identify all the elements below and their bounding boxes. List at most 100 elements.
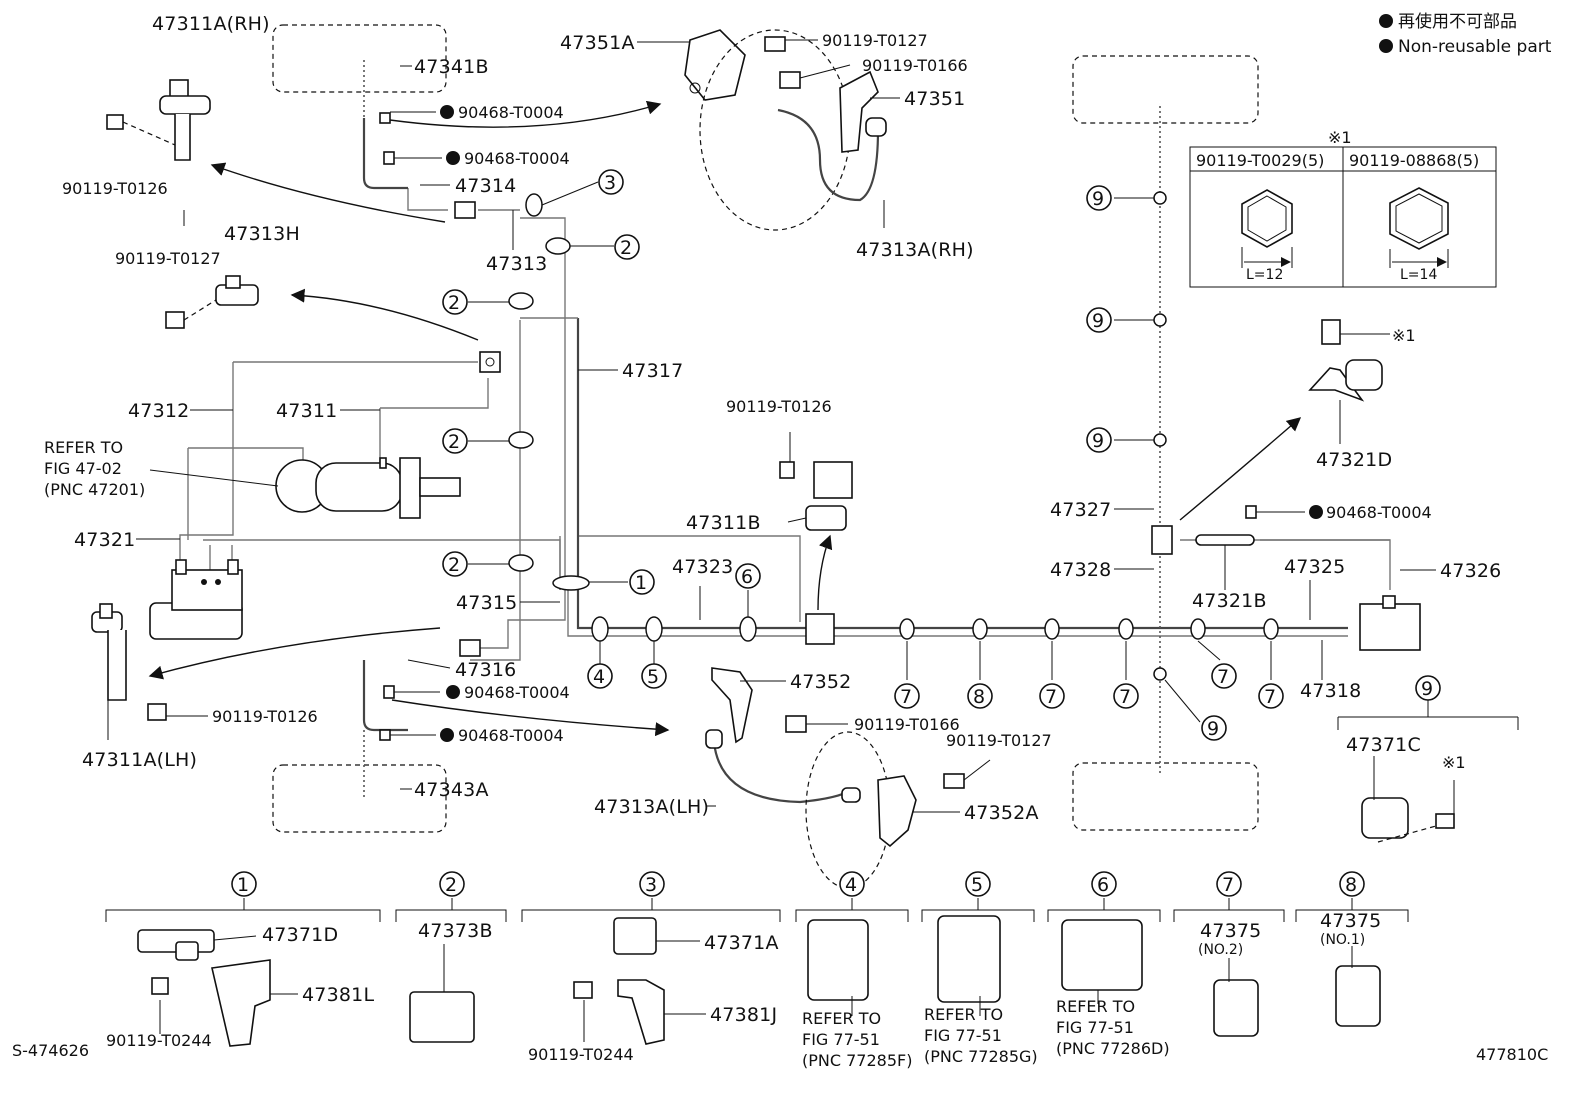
length-b: L=14 [1400, 267, 1437, 283]
ref-circle: 7 [1258, 683, 1284, 709]
part-label: 47317 [622, 360, 683, 382]
ref-circle: 6 [735, 563, 761, 589]
part-label: 47314 [455, 175, 516, 197]
part-label: 90119-T0166 [854, 715, 960, 734]
part-label: 47341B [414, 56, 489, 78]
hex-head-icon [1247, 195, 1287, 242]
part-label: 90468-T0004 [458, 103, 564, 122]
part-label: 90468-T0004 [464, 683, 570, 702]
part-label: 90119-T0127 [946, 731, 1052, 750]
refer-line: (PNC 47201) [44, 480, 145, 499]
svg-text:6: 6 [1097, 874, 1109, 896]
svg-text:2: 2 [448, 431, 460, 453]
part-labels: 47311A(RH) 90119-T0126 47341B 90468-T000… [12, 13, 1548, 1070]
group-circle: 3 [639, 871, 665, 897]
part-label: 47318 [1300, 680, 1361, 702]
note-label: ※1 [1392, 326, 1416, 345]
group-label: 47375 [1320, 910, 1381, 932]
refer-line: FIG 77-51 [1056, 1018, 1134, 1037]
part-label: 47321D [1316, 449, 1392, 471]
svg-text:7: 7 [1119, 686, 1131, 708]
svg-text:5: 5 [647, 666, 659, 688]
ref-circle: 8 [967, 683, 993, 709]
svg-text:9: 9 [1092, 310, 1104, 332]
group-label: 47371D [262, 924, 338, 946]
table-header-b: 90119-08868(5) [1349, 151, 1479, 170]
ref-circle: 1 [629, 569, 655, 595]
group-circle: 7 [1216, 871, 1242, 897]
ref-circle: 9 [1201, 715, 1227, 741]
refer-line: FIG 77-51 [924, 1026, 1002, 1045]
leader-lines [107, 39, 1519, 843]
hex-head-icon [1389, 187, 1449, 250]
non-reusable-markers [440, 105, 1323, 742]
master-cylinder [275, 457, 461, 519]
part-label: 47343A [414, 779, 489, 801]
svg-text:2: 2 [445, 874, 457, 896]
group-label: 47375 [1200, 920, 1261, 942]
part-label: 47315 [456, 592, 517, 614]
part-label: 47311A(LH) [82, 749, 197, 771]
svg-text:9: 9 [1207, 718, 1219, 740]
ref-circle: 2 [442, 428, 468, 454]
hex-head-icon [1395, 193, 1443, 244]
part-label: 47328 [1050, 559, 1111, 581]
svg-text:8: 8 [1345, 874, 1357, 896]
refer-line: (PNC 77285G) [924, 1047, 1038, 1066]
note-label: ※1 [1442, 753, 1466, 772]
group-circle: 2 [439, 871, 465, 897]
non-reusable-dot-icon [1379, 14, 1393, 28]
part-label: 47316 [455, 659, 516, 681]
group-label: 90119-T0244 [106, 1031, 212, 1050]
part-label: 47311 [276, 400, 337, 422]
table-note: ※1 [1328, 128, 1352, 147]
ref-circle: 9 [1086, 307, 1112, 333]
group-label: 90119-T0244 [528, 1045, 634, 1064]
part-label: 47351A [560, 32, 635, 54]
group-label: (NO.2) [1198, 942, 1243, 958]
svg-text:9: 9 [1092, 188, 1104, 210]
refer-line: REFER TO [1056, 997, 1135, 1016]
svg-text:1: 1 [237, 874, 249, 896]
reference-circles: 3 2 2 2 2 1 4 5 6 7 8 7 7 7 7 9 9 9 9 9 … [231, 169, 1441, 897]
part-label: 47352 [790, 671, 851, 693]
part-label: 90119-T0126 [212, 707, 318, 726]
group-circle: 8 [1339, 871, 1365, 897]
part-label: 90119-T0166 [862, 56, 968, 75]
fittings [454, 201, 1421, 657]
svg-text:7: 7 [1045, 686, 1057, 708]
hex-head-icon [1241, 189, 1293, 248]
table-header-a: 90119-T0029(5) [1196, 151, 1324, 170]
group-circle: 4 [839, 871, 865, 897]
group-label: 47381J [710, 1004, 777, 1026]
part-label: 47351 [904, 88, 965, 110]
part-label: 47352A [964, 802, 1039, 824]
refer-line: FIG 77-51 [802, 1030, 880, 1049]
ref-circle: 7 [1039, 683, 1065, 709]
svg-text:9: 9 [1421, 678, 1433, 700]
svg-text:3: 3 [604, 172, 616, 194]
group-circle: 1 [231, 871, 257, 897]
non-reusable-dot-icon [446, 685, 460, 699]
ref-circle: 2 [442, 289, 468, 315]
ref-circle: 7 [1211, 663, 1237, 689]
group-label: 47371A [704, 932, 779, 954]
refer-line: FIG 47-02 [44, 459, 122, 478]
refer-line: (PNC 77285F) [802, 1051, 912, 1070]
refer-line: REFER TO [924, 1005, 1003, 1024]
non-reusable-dot-icon [440, 105, 454, 119]
part-label: 47312 [128, 400, 189, 422]
svg-text:2: 2 [448, 554, 460, 576]
svg-text:7: 7 [900, 686, 912, 708]
svg-text:6: 6 [741, 566, 753, 588]
part-label: 47311B [686, 512, 761, 534]
valve-47321 [149, 559, 243, 640]
non-reusable-dot-icon [440, 728, 454, 742]
legend-en: Non-reusable part [1398, 37, 1552, 57]
svg-text:9: 9 [1092, 430, 1104, 452]
part-label: 90119-T0126 [62, 179, 168, 198]
refer-line: (PNC 77286D) [1056, 1039, 1170, 1058]
part-label: 47321B [1192, 590, 1267, 612]
bolt-size-table: ※1 90119-T0029(5) 90119-08868(5) L=12 L=… [1189, 128, 1497, 288]
group-circle: 6 [1091, 871, 1117, 897]
